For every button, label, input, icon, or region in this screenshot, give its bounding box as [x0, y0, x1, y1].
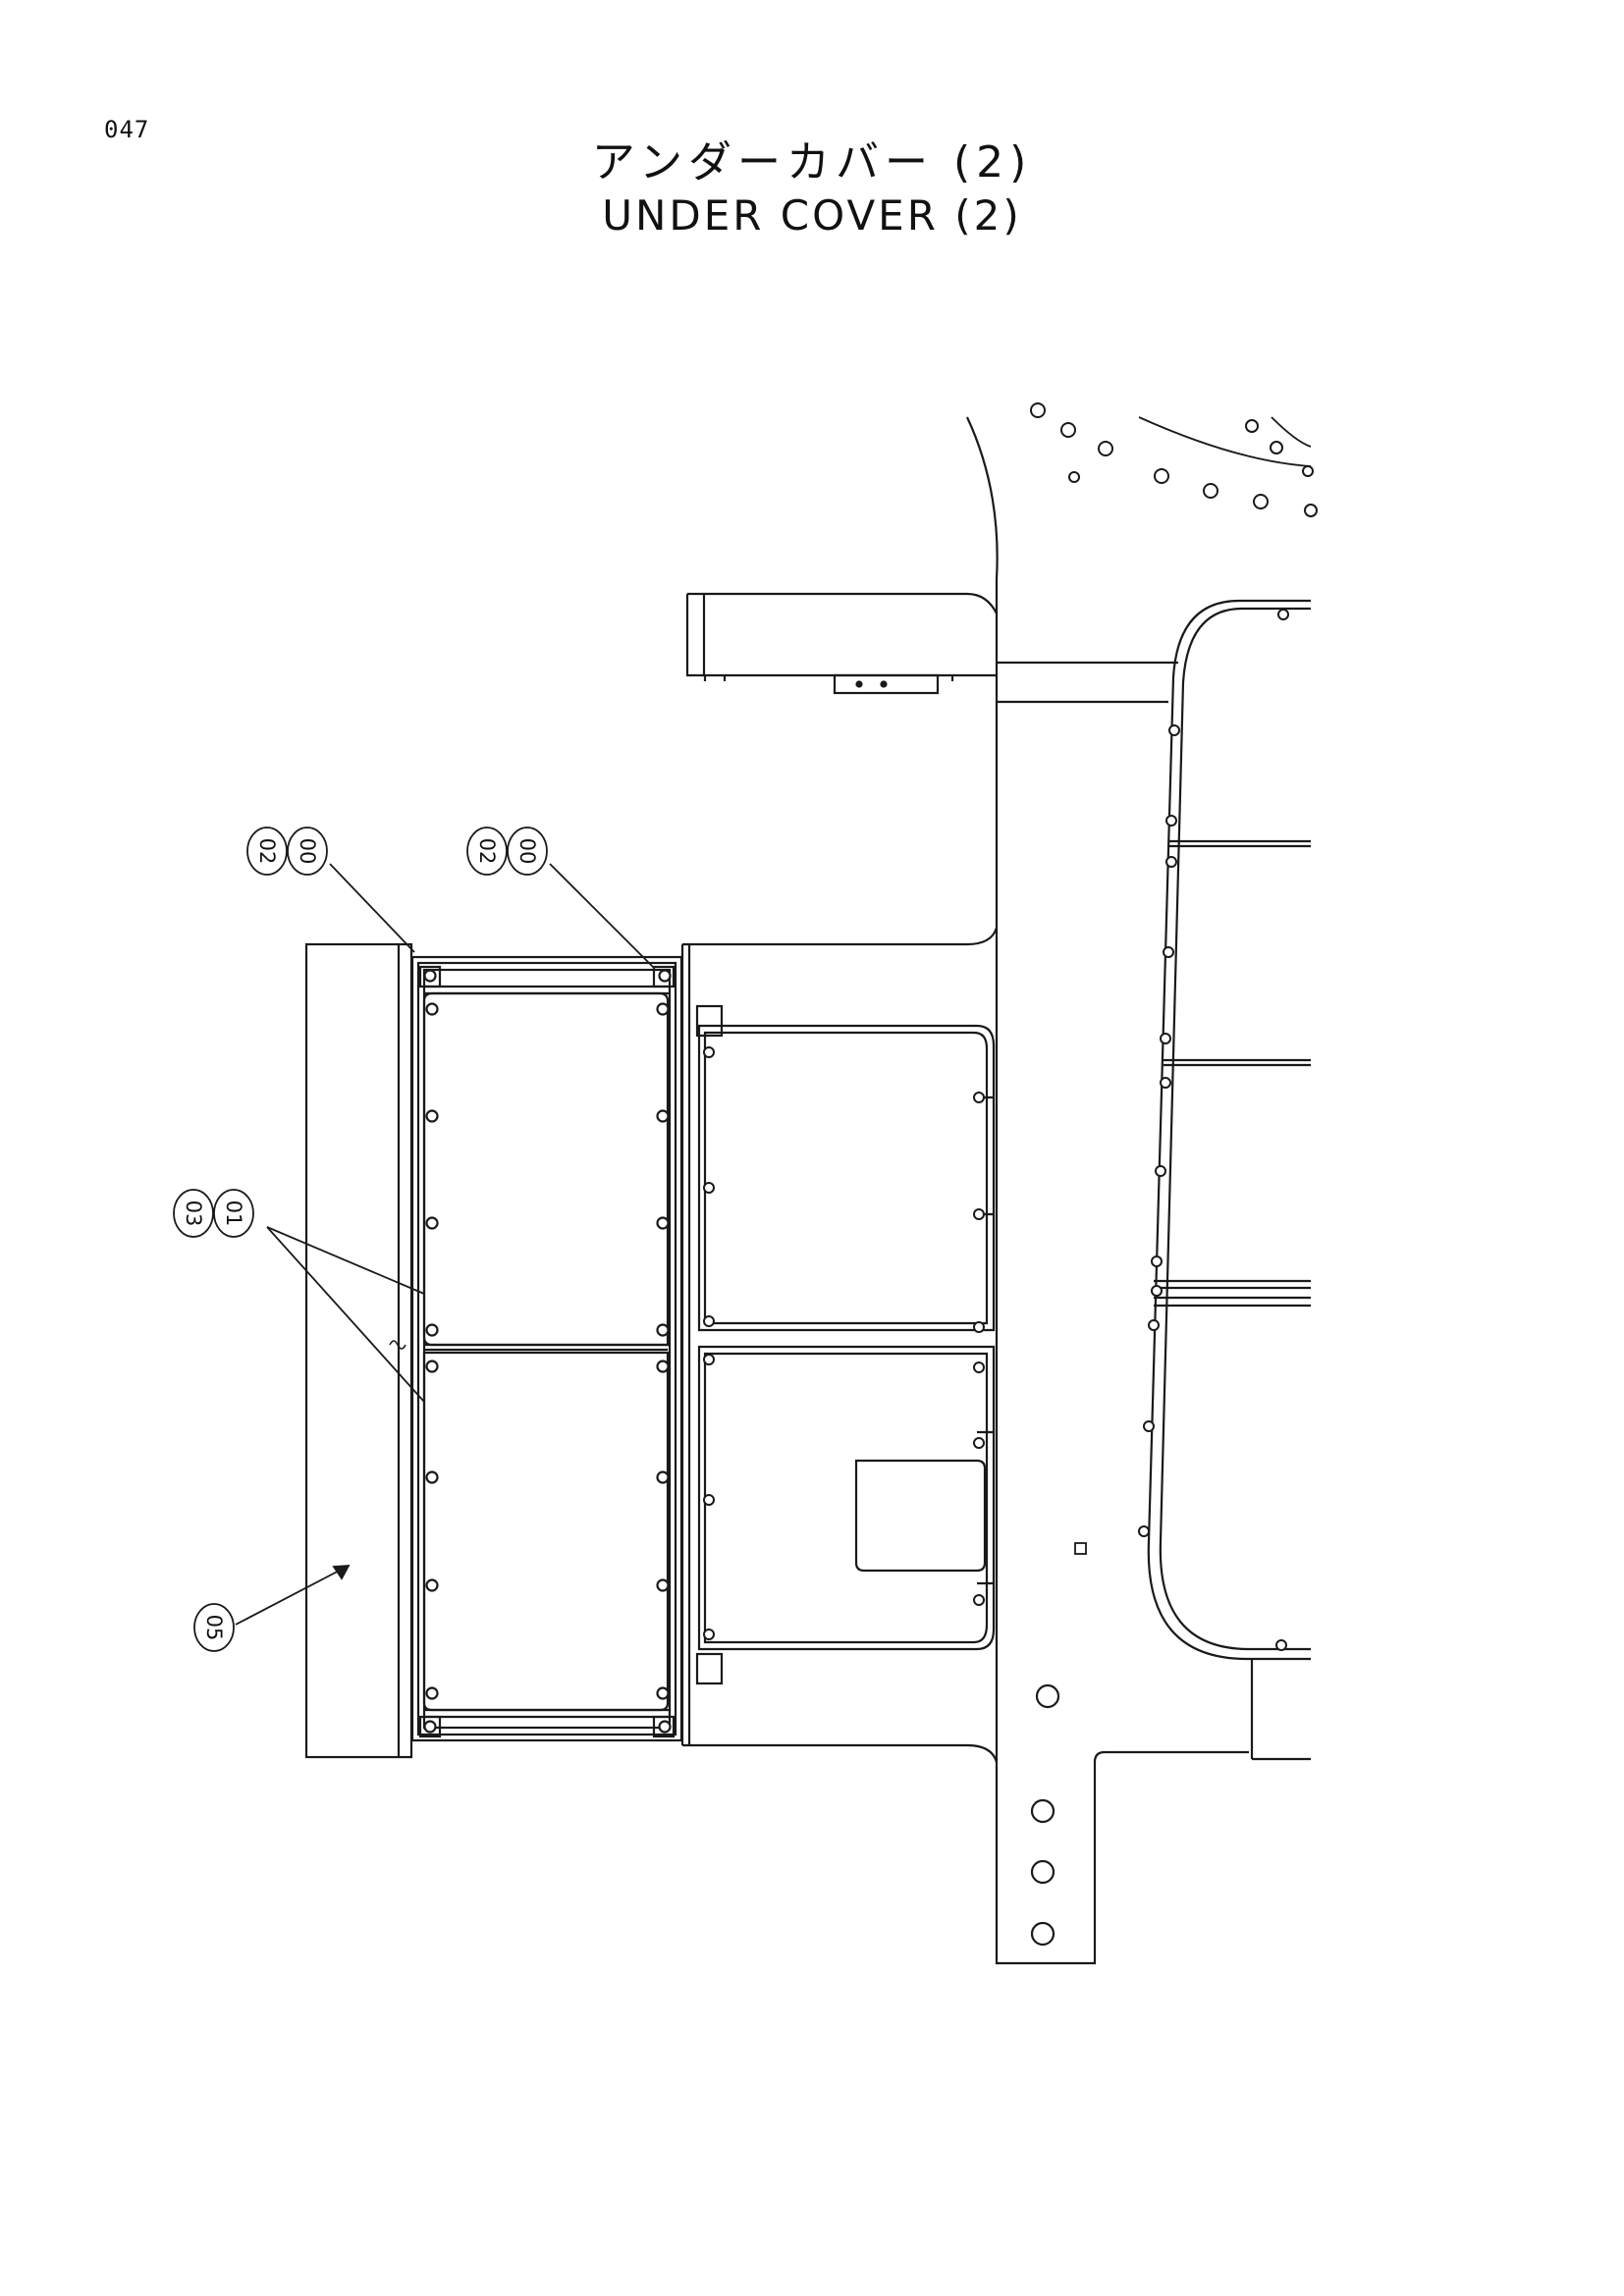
callout-2-top: 02: [475, 838, 499, 865]
title-english: UNDER COVER (2): [602, 190, 1022, 240]
callout-2-bottom: 00: [515, 838, 539, 865]
under-cover-assembly: [304, 942, 683, 1759]
under-cover-bar-part-05: [304, 942, 413, 1759]
under-cover-panel-upper: [422, 991, 670, 1347]
callout-1-top: 02: [255, 838, 279, 865]
callout-1: 02 00: [246, 827, 328, 876]
callout-3: 03 01: [173, 1189, 254, 1238]
middle-cover-section: [680, 927, 999, 1763]
callout-4: 05: [193, 1603, 235, 1652]
page-number: 047: [104, 116, 150, 143]
callout-1-bottom: 00: [296, 838, 319, 865]
callout-3-top: 03: [182, 1201, 205, 1227]
main-frame: [685, 402, 1318, 1965]
leader-lines: [235, 863, 655, 1626]
under-cover-panel-lower: [422, 1351, 670, 1712]
under-cover-frame: [410, 955, 683, 1742]
title-japanese: アンダーカバー (2): [591, 137, 1033, 187]
page-title: アンダーカバー (2) UNDER COVER (2): [0, 137, 1624, 240]
callout-3-bottom: 01: [222, 1201, 245, 1227]
callout-2: 02 00: [466, 827, 548, 876]
callout-4-label: 05: [202, 1615, 226, 1641]
